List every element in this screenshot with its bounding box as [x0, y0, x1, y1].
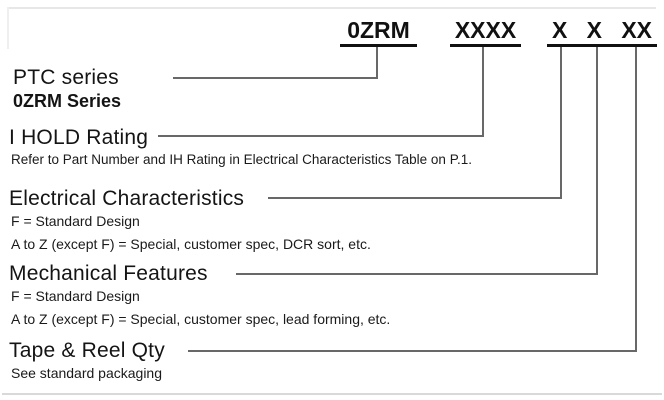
section-line-tape-reel-note: See standard packaging	[11, 365, 162, 381]
part-code-segment-series: 0ZRM	[340, 16, 417, 47]
part-code-segment-ih-rating: XXXX	[450, 16, 521, 47]
part-code-segment-suffix-group: X X XX	[547, 16, 657, 47]
part-code-text-ih-rating: XXXX	[454, 17, 517, 43]
table-border-left	[7, 7, 9, 49]
section-line-electrical-standard: F = Standard Design	[11, 213, 140, 229]
section-line-mechanical-special: A to Z (except F) = Special, customer sp…	[11, 311, 391, 327]
part-code-text-electrical: X	[552, 17, 568, 43]
section-title-ihold-rating: I HOLD Rating	[9, 126, 149, 149]
section-line-electrical-special: A to Z (except F) = Special, customer sp…	[11, 236, 371, 252]
connector-tape-reel-hline	[188, 350, 637, 352]
part-code-text-tape-reel: XX	[621, 17, 652, 43]
connector-electrical-hline	[268, 197, 562, 199]
connector-ih-rating-hline	[158, 135, 484, 137]
section-line-ozrm-series: 0ZRM Series	[13, 91, 122, 111]
connector-series-vline	[376, 47, 378, 79]
connector-mechanical-hline	[236, 273, 598, 275]
section-title-tape-reel-qty: Tape & Reel Qty	[9, 339, 165, 362]
part-code-text-series: 0ZRM	[347, 17, 410, 43]
connector-ih-rating-vline	[482, 47, 484, 137]
connector-series-hline	[173, 77, 378, 79]
section-line-ihold-note: Refer to Part Number and IH Rating in El…	[11, 152, 472, 167]
table-border-top	[8, 7, 656, 9]
part-code-text-mechanical: X	[586, 17, 602, 43]
connector-tape-reel-vline	[635, 47, 637, 352]
section-title-ptc-series: PTC series	[13, 66, 119, 89]
connector-mechanical-vline	[596, 47, 598, 275]
section-title-mechanical-features: Mechanical Features	[9, 262, 208, 285]
section-line-mechanical-standard: F = Standard Design	[11, 288, 140, 304]
connector-electrical-vline	[560, 47, 562, 199]
table-border-bottom	[2, 393, 662, 395]
section-title-electrical-characteristics: Electrical Characteristics	[9, 187, 245, 210]
